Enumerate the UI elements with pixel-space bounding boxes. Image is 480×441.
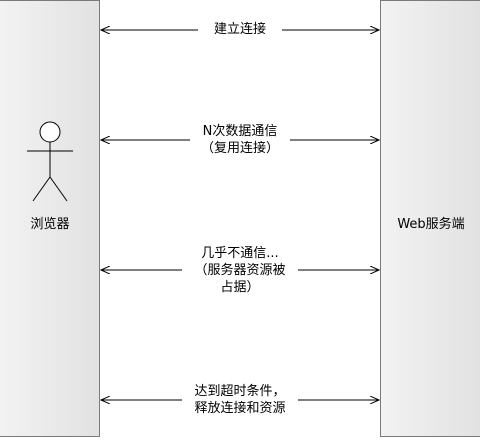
message-idle: 几乎不通信... （服务器资源被 占据） bbox=[182, 245, 298, 296]
browser-lane: 浏览器 bbox=[0, 0, 100, 437]
message-line: （服务器资源被 bbox=[194, 263, 286, 278]
message-connect: 建立连接 bbox=[198, 21, 282, 38]
message-line: （复用连接） bbox=[200, 141, 279, 156]
message-line: 几乎不通信... bbox=[201, 246, 279, 261]
message-timeout: 达到超时条件， 释放连接和资源 bbox=[182, 383, 298, 417]
message-line: 建立连接 bbox=[213, 22, 266, 37]
web-server-label: Web服务端 bbox=[397, 217, 465, 232]
message-line: 占据） bbox=[220, 280, 260, 295]
browser-label: 浏览器 bbox=[30, 217, 70, 232]
actor-icon bbox=[27, 121, 73, 202]
message-data-comm: N次数据通信 （复用连接） bbox=[190, 123, 290, 157]
message-line: N次数据通信 bbox=[202, 124, 278, 139]
message-line: 释放连接和资源 bbox=[194, 401, 286, 416]
web-server-lane: Web服务端 bbox=[380, 0, 480, 437]
message-line: 达到超时条件， bbox=[194, 384, 286, 399]
